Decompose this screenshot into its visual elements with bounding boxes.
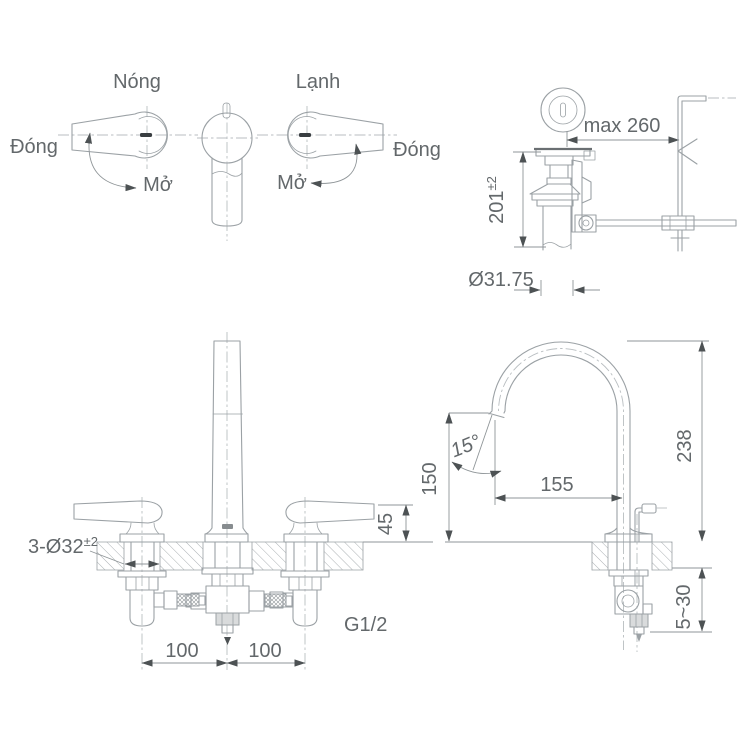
hot-rotation-arrow — [84, 132, 137, 192]
outlet-tip — [636, 634, 642, 642]
spout-angle-arc — [451, 461, 502, 478]
handle-height-dim: 45 — [375, 513, 397, 535]
hot-label: Nóng — [113, 71, 161, 93]
spout-reach-dim: 155 — [540, 474, 573, 496]
spout-side-view: 238 150 155 15° 5~30 — [419, 340, 712, 652]
break-symbol — [677, 138, 698, 165]
thread-size-label: G1/2 — [344, 614, 387, 636]
deck-thickness-dim: 5~30 — [673, 584, 695, 629]
drain-height-dim: 201±2 — [484, 176, 508, 224]
left-spacing-dim: 100 — [165, 640, 198, 662]
spout-angle-dim: 15° — [448, 431, 484, 463]
close-right-label: Đóng — [393, 139, 441, 161]
right-handle-front — [283, 500, 375, 543]
gooseneck-spout — [487, 341, 653, 571]
drain-diameter-dim: Ø31.75 — [468, 269, 534, 291]
max-reach-dim: max 260 — [584, 115, 661, 137]
drain-outlet-pointer — [224, 637, 231, 645]
center-valve-fitting — [185, 567, 293, 645]
open-left-label: Mở — [143, 174, 173, 196]
countertop-front — [96, 541, 364, 571]
overall-height-dim: 238 — [674, 429, 696, 462]
under-counter-body-side — [608, 569, 653, 642]
close-left-label: Đóng — [10, 136, 58, 158]
faucet-front-view: 3-Ø32±2 — [28, 332, 433, 672]
countertop-side — [445, 541, 673, 571]
hot-handle-index-mark — [140, 133, 152, 137]
open-right-label: Mở — [277, 172, 307, 194]
hot-handle-top-view — [58, 106, 198, 192]
handle-operation-diagram: Nóng Lạnh Đóng Đóng Mở Mở — [10, 71, 441, 241]
lift-rod-side — [634, 503, 670, 652]
cold-handle-top-view — [257, 106, 397, 188]
cold-label: Lạnh — [296, 71, 341, 93]
popup-drain-view: max 260 — [468, 87, 737, 296]
cold-handle-index-mark — [299, 133, 311, 137]
right-valve-fitting — [264, 570, 330, 627]
cold-rotation-arrow — [310, 143, 362, 188]
mount-holes-dim: 3-Ø32±2 — [28, 534, 98, 558]
spout-height-dim: 150 — [419, 462, 441, 495]
spout-top-view — [197, 102, 258, 241]
left-valve-fitting — [117, 570, 206, 627]
left-supply-hose — [176, 593, 200, 607]
drain-assembly — [529, 95, 737, 252]
drain-lever-rod — [595, 219, 737, 227]
brand-mark — [222, 524, 233, 529]
drain-top-view — [540, 87, 586, 133]
right-spacing-dim: 100 — [248, 640, 281, 662]
drain-pull-rod — [670, 98, 690, 252]
spout-column — [204, 340, 249, 543]
